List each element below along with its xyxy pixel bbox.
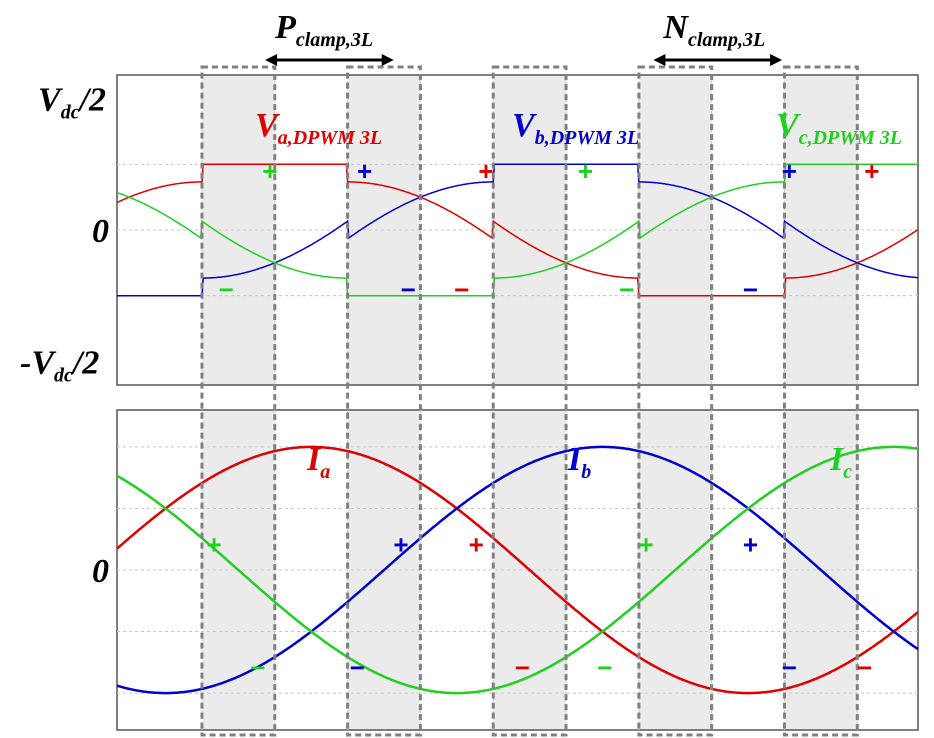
voltage-sign: + (578, 156, 593, 186)
current-sign: + (639, 529, 654, 559)
current-sign: − (597, 652, 612, 682)
series-b-line (117, 163, 918, 297)
voltage-sign: − (401, 274, 416, 304)
current-sign: + (393, 529, 408, 559)
current-sign: − (857, 652, 872, 682)
current-label-a: Ia (306, 441, 330, 483)
voltage-sign: + (478, 156, 493, 186)
clamp-label: Nclamp,3L (662, 9, 765, 51)
arrow-head-left (653, 54, 666, 66)
voltage-sign: − (219, 274, 234, 304)
arrow-head-right (381, 54, 394, 66)
current-sign: + (206, 529, 221, 559)
series-label-b: Vb,DPWM 3L (512, 107, 639, 149)
current-sign: − (782, 652, 797, 682)
series-label-a: Va,DPWM 3L (255, 107, 382, 149)
current-sign: − (250, 652, 265, 682)
series-a-line (116, 445, 919, 695)
voltage-sign: + (864, 156, 879, 186)
current-sign: − (515, 652, 530, 682)
voltage-y-tick-label: 0 (92, 213, 109, 250)
voltage-sign: − (743, 274, 758, 304)
current-label-b: Ib (567, 441, 591, 483)
current-y-tick-label: 0 (92, 553, 109, 590)
current-sign: − (350, 652, 365, 682)
voltage-y-tick-label: Vdc/2 (38, 82, 106, 124)
series-c-line (116, 163, 918, 297)
voltage-sign: + (262, 156, 277, 186)
arrow-head-right (770, 54, 783, 66)
voltage-sign: − (454, 274, 469, 304)
voltage-sign: − (619, 274, 634, 304)
arrow-head-left (265, 54, 278, 66)
voltage-y-tick-label: -Vdc/2 (20, 344, 99, 386)
voltage-sign: + (357, 156, 372, 186)
figure-labels: Vdc/2 0 -Vdc/2 0 Va,DPWM 3L Vb,DPWM 3L Vc,DPWM… (20, 9, 902, 682)
current-sign: + (743, 529, 758, 559)
clamp-label: Pclamp,3L (274, 9, 373, 51)
series-label-c: Vc,DPWM 3L (776, 107, 902, 149)
current-label-c: Ic (829, 441, 852, 483)
current-sign: + (469, 529, 484, 559)
voltage-sign: + (782, 156, 797, 186)
